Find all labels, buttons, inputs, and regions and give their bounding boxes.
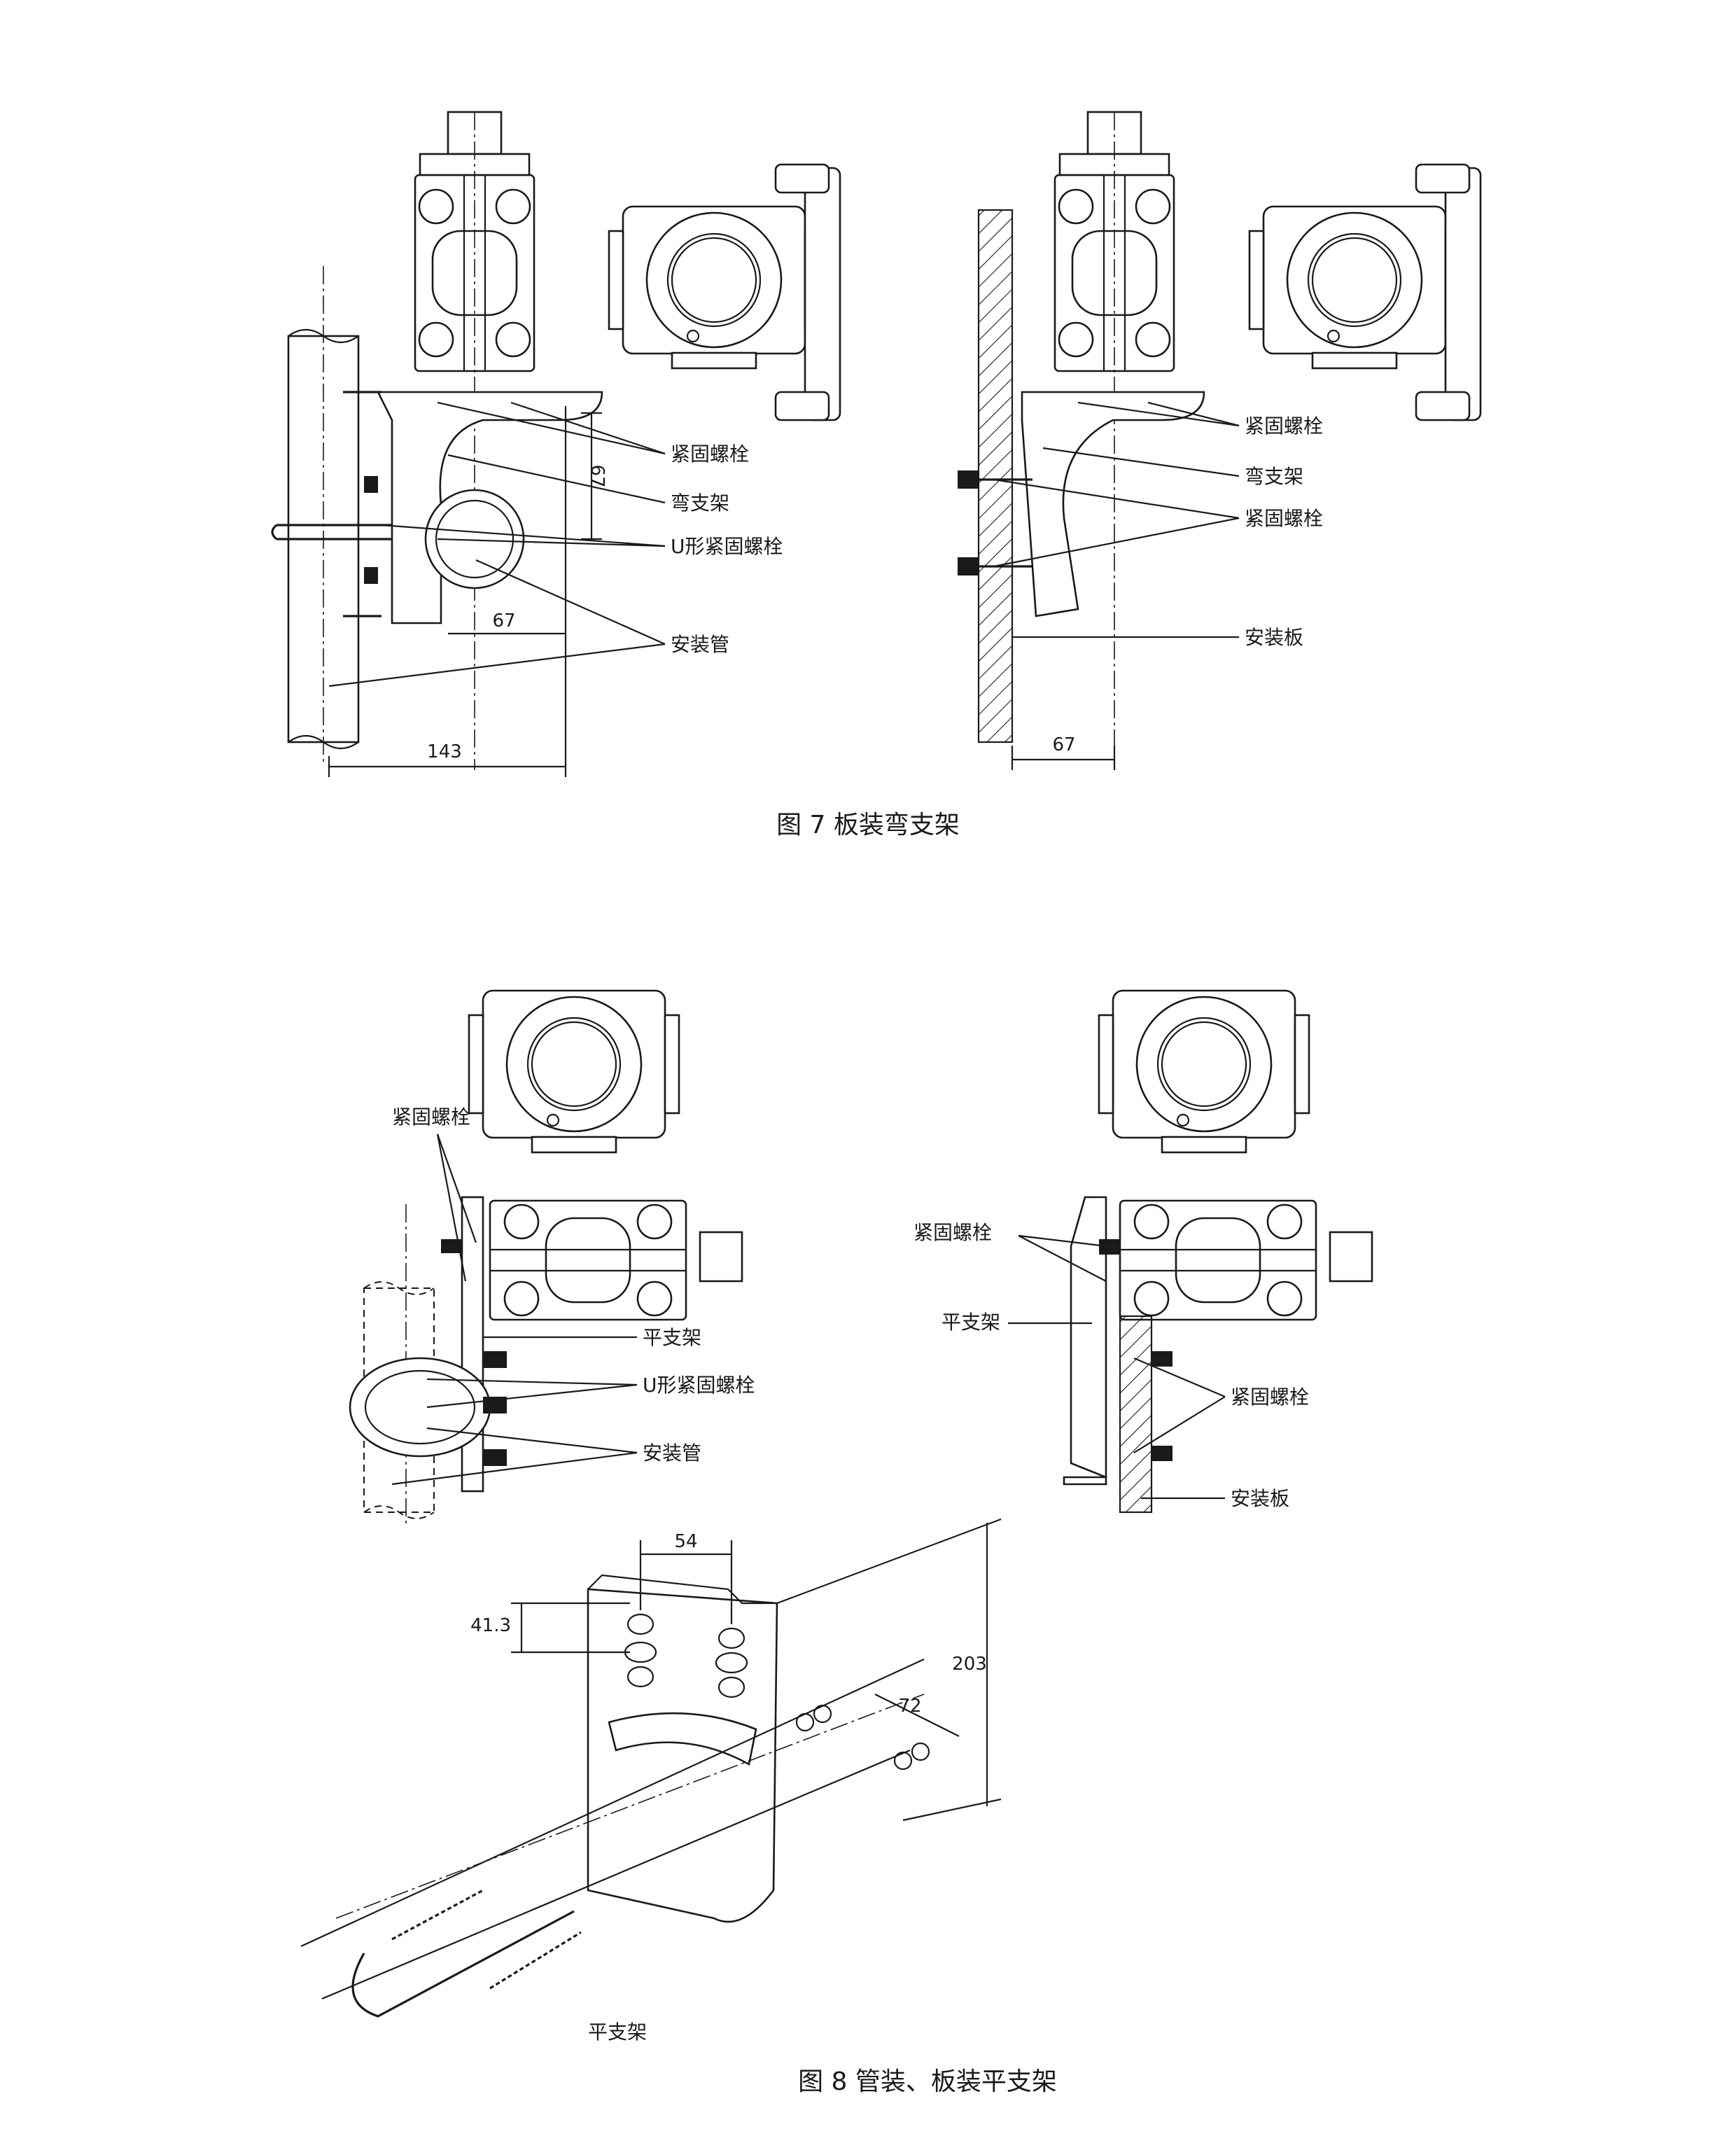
- label-mount-plate: 安装板: [1245, 626, 1303, 649]
- label-bent-bracket-right: 弯支架: [1245, 465, 1303, 488]
- dim-67-offset: 67: [1052, 734, 1075, 755]
- label-flat-bracket-8l: 平支架: [643, 1326, 701, 1349]
- dim-67-vertical: 67: [587, 464, 608, 487]
- label-u-bolt-8l: U形紧固螺栓: [643, 1374, 755, 1397]
- dim-54: 54: [674, 1531, 697, 1552]
- label-u-bolt: U形紧固螺栓: [671, 535, 783, 558]
- bent-bracket-right: [1021, 391, 1205, 617]
- label-mount-pipe-8l: 安装管: [643, 1442, 701, 1465]
- label-mount-plate-8r: 安装板: [1231, 1487, 1289, 1510]
- flat-bracket: [461, 1196, 484, 1493]
- fig7-left-drawing: 67 67 143 紧固螺栓 弯支架 U形紧固螺栓 安装管: [271, 111, 841, 777]
- label-fasten-bolt-8l: 紧固螺栓: [392, 1105, 470, 1129]
- figure7-caption: 图 7 板装弯支架: [776, 811, 960, 839]
- dim-67-horizontal: 67: [492, 610, 515, 631]
- dim-41-3: 41.3: [470, 1615, 511, 1636]
- label-bent-bracket: 弯支架: [671, 491, 729, 515]
- label-fasten-bolt-8r-mid: 紧固螺栓: [1231, 1385, 1309, 1409]
- mount-plate-8r: [1119, 1315, 1153, 1514]
- label-fasten-bolt-top: 紧固螺栓: [1245, 414, 1323, 438]
- label-fasten-bolt-mid: 紧固螺栓: [1245, 507, 1323, 530]
- fig8-right-drawing: 紧固螺栓 平支架 紧固螺栓 安装板: [913, 989, 1373, 1514]
- flat-bracket-right: [1063, 1196, 1107, 1486]
- label-flat-bracket-iso: 平支架: [588, 2020, 647, 2044]
- dim-72: 72: [898, 1696, 921, 1717]
- label-flat-bracket-8r: 平支架: [941, 1311, 1000, 1334]
- label-fasten-bolt-8r-top: 紧固螺栓: [913, 1221, 992, 1244]
- flat-bracket-iso: 54 41.3 203 72 平支架: [300, 1518, 1002, 2044]
- fig8-left-drawing: 紧固螺栓 平支架 U形紧固螺栓 安装管: [349, 989, 755, 1526]
- dim-203: 203: [952, 1654, 987, 1675]
- label-mount-pipe: 安装管: [671, 633, 729, 656]
- figure8-caption: 图 8 管装、板装平支架: [798, 2067, 1057, 2096]
- label-fasten-bolt: 紧固螺栓: [671, 442, 749, 466]
- mount-plate: [977, 209, 1014, 744]
- dim-143: 143: [427, 741, 462, 762]
- fig7-right-drawing: 67 紧固螺栓 弯支架 紧固螺栓 安装板: [958, 111, 1482, 770]
